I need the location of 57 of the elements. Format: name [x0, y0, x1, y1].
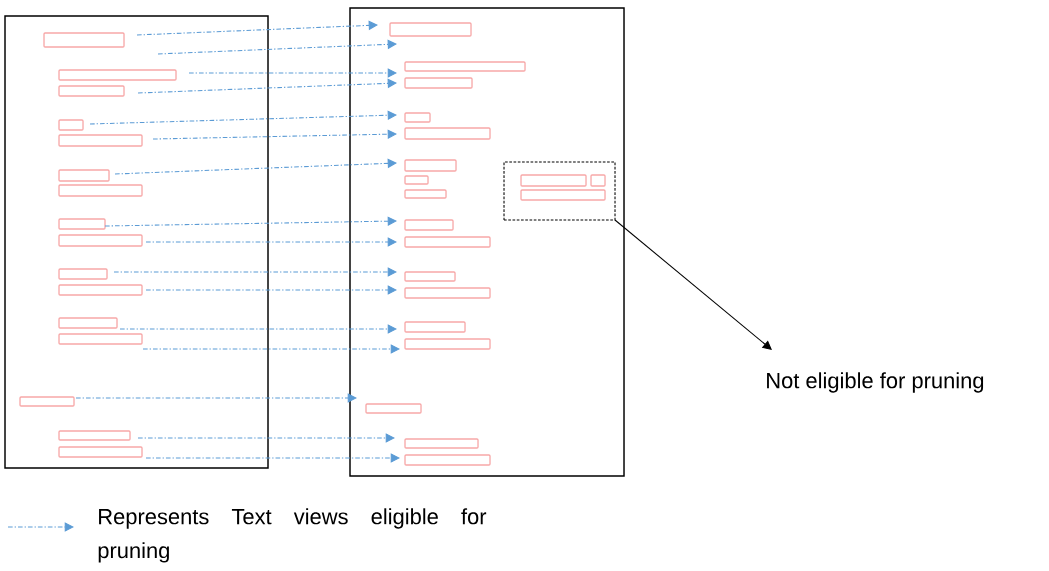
screen-panel [349, 7, 625, 477]
dashed-selection-box [503, 161, 616, 221]
text-view-box [58, 218, 106, 230]
text-view-box [58, 69, 177, 81]
text-view-box [58, 333, 143, 345]
text-view-box [404, 271, 456, 282]
arrow [145, 453, 400, 463]
text-view-box [58, 317, 118, 329]
arrow [136, 20, 378, 36]
arrow [614, 219, 772, 350]
arrow [137, 433, 395, 443]
text-view-box [404, 77, 473, 89]
text-view-box [404, 61, 526, 72]
arrow [114, 158, 397, 175]
text-view-box [520, 174, 587, 187]
text-view-box [389, 22, 472, 37]
screen-panel [4, 15, 269, 469]
text-view-box [404, 159, 457, 172]
arrow [188, 68, 397, 78]
text-view-box [58, 85, 125, 97]
arrow [113, 267, 397, 277]
text-view-box [404, 236, 491, 248]
text-view-box [58, 284, 143, 296]
text-view-box [404, 338, 491, 350]
arrow [104, 216, 397, 227]
text-view-box [58, 234, 143, 247]
text-view-box [58, 268, 108, 280]
arrow [142, 344, 400, 354]
text-view-box [404, 189, 447, 199]
text-view-box [404, 321, 466, 333]
text-view-box [58, 119, 84, 131]
arrow [137, 78, 397, 94]
text-view-box [19, 396, 75, 407]
text-view-box [58, 446, 143, 458]
arrow [152, 129, 397, 140]
text-view-box [58, 184, 143, 197]
arrow [145, 237, 397, 247]
arrow [145, 285, 397, 295]
text-view-box [520, 189, 606, 201]
text-view-box [404, 219, 454, 231]
arrow [119, 324, 397, 334]
arrow [89, 110, 397, 125]
text-view-box [404, 287, 491, 299]
note-text: Not eligible for pruning [767, 372, 984, 393]
arrow [75, 393, 357, 403]
text-view-box [590, 174, 606, 187]
text-view-box [404, 112, 431, 123]
text-view-box [404, 175, 429, 185]
text-view-box [58, 430, 131, 441]
text-view-box [365, 403, 422, 414]
text-view-box [404, 127, 491, 140]
text-view-box [58, 134, 143, 147]
text-view-box [43, 32, 125, 48]
text-view-box [404, 454, 491, 466]
text-view-box [58, 169, 110, 182]
legend-text: Represents Text views eligible for pruning [98, 508, 487, 563]
text-view-box [404, 438, 479, 449]
